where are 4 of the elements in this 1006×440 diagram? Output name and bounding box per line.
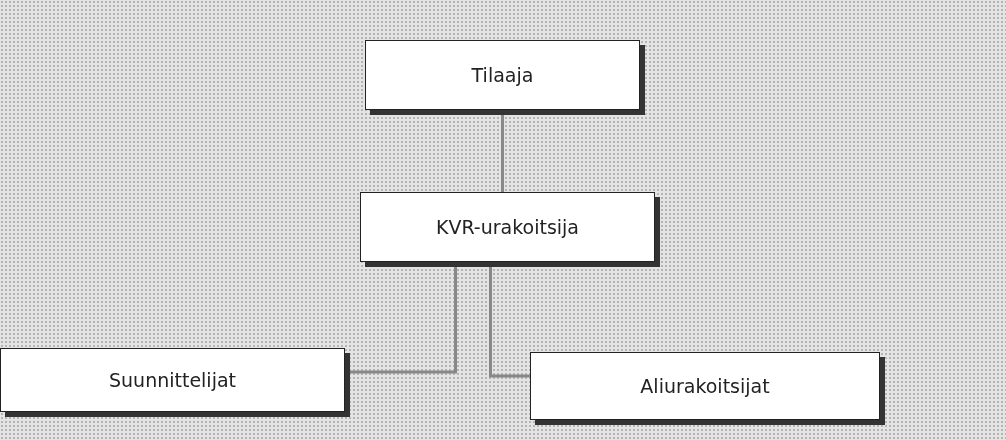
role-label: Tilaaja [471, 64, 534, 86]
role-label: Aliurakoitsijat [640, 375, 770, 397]
role-label: KVR-urakoitsija [436, 216, 579, 238]
role-label: Suunnittelijat [109, 369, 236, 391]
